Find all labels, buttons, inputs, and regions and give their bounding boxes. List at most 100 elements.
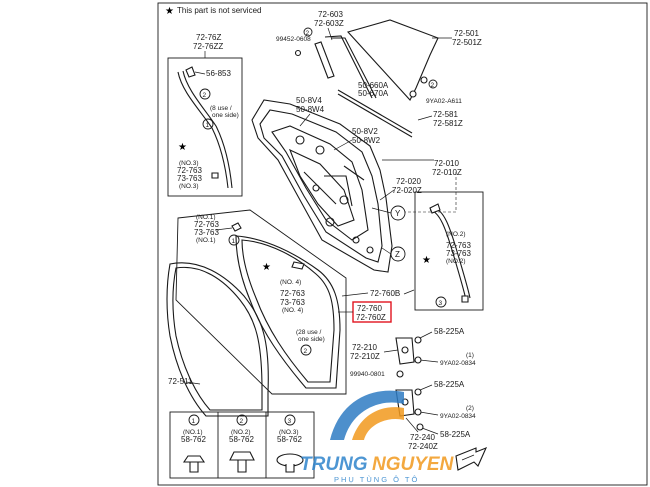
clip-56-853	[185, 66, 196, 78]
label-72-763-d: 72-763	[280, 289, 305, 298]
callout-z-text: Z	[395, 250, 400, 259]
label-72-020z: 72-020Z	[392, 186, 422, 195]
weatherstrip-labels: 72-760B 72-760 72-760Z	[338, 289, 415, 323]
label-72-501: 72-501	[454, 29, 479, 38]
logo-tagline: PHỤ TÙNG Ô TÔ	[334, 475, 419, 484]
label-72-581z: 72-581Z	[433, 119, 463, 128]
label-72-511: 72-511	[168, 377, 193, 386]
label-99452-0608: 99452-0608	[276, 36, 311, 43]
label-28-use: (28 use /	[296, 329, 321, 336]
hinge-group: 58-225A 72-210 72-210Z (1) 9YA02-0834 99…	[350, 327, 476, 451]
label-no4: (NO. 4)	[280, 279, 301, 286]
molding-strip	[177, 71, 229, 189]
svg-text:3: 3	[439, 300, 443, 307]
label-72-603z: 72-603Z	[314, 19, 344, 28]
label-72-240: 72-240	[410, 433, 435, 442]
label-56-853: 56-853	[206, 69, 231, 78]
label-58-225a-3: 58-225A	[440, 430, 471, 439]
logo-swoosh-blue	[330, 390, 404, 440]
label-99940-0801: 99940-0801	[350, 371, 385, 378]
label-58-225a-1: 58-225A	[434, 327, 465, 336]
label-no3-b: (NO.3)	[179, 183, 199, 190]
label-8-use: (8 use /	[210, 105, 232, 112]
label-72-763-b: 72-763	[194, 220, 219, 229]
star-icon: ★	[422, 255, 431, 266]
label-50-670a: 50-670A	[358, 89, 389, 98]
label-72-760b: 72-760B	[370, 289, 400, 298]
svg-text:2: 2	[304, 348, 308, 355]
belt-molding	[337, 89, 413, 134]
weatherstrip-outer: 72-511	[166, 262, 269, 417]
label-73-763-c: 73-763	[446, 249, 471, 258]
label-50-8w4: 50-8W4	[296, 105, 325, 114]
label-50-8v2: 50-8V2	[352, 127, 378, 136]
label-no2: (NO.2)	[446, 231, 466, 238]
clip-2-no: (NO.2)	[231, 429, 251, 436]
label-50-660a: 50-660A	[358, 81, 389, 90]
clip-2-ref: 2	[240, 418, 244, 425]
clip-table-frame	[169, 411, 315, 479]
diagram-frame	[157, 2, 648, 486]
callout-1a: (1)	[466, 352, 474, 359]
label-50-8v4: 50-8V4	[296, 96, 322, 105]
clip-3-part: 58-762	[277, 435, 302, 444]
label-no3: (NO.3)	[179, 160, 199, 167]
label-one-side-8: one side)	[212, 112, 239, 119]
star-icon: ★	[178, 142, 187, 153]
door-glass	[346, 19, 439, 101]
label-72-010: 72-010	[434, 159, 459, 168]
seal-detail-y	[429, 209, 467, 301]
label-73-763-b: 73-763	[194, 228, 219, 237]
callout-2a: (2)	[466, 405, 474, 412]
label-72-210z: 72-210Z	[350, 352, 380, 361]
clip-3-ref: 3	[288, 418, 292, 425]
glass-bolt-icon	[420, 76, 428, 84]
label-9ya02-0834-a: 9YA02-0834	[440, 360, 476, 367]
label-72-763-c: 72-763	[446, 241, 471, 250]
svg-text:2: 2	[306, 30, 310, 37]
glass-group: 72-603 72-603Z 2 99452-0608 72-501 72-50…	[276, 10, 482, 138]
label-72-76zz: 72-76ZZ	[193, 42, 223, 51]
star-icon: ★	[165, 6, 174, 17]
label-72-501z: 72-501Z	[452, 38, 482, 47]
callout-1-icon	[202, 118, 214, 130]
label-no1: (NO.1)	[196, 214, 216, 221]
logo-brand-2: NGUYEN	[372, 454, 455, 475]
label-72-581: 72-581	[433, 110, 458, 119]
legend-text: This part is not serviced	[177, 6, 261, 15]
detail-box-y: (NO.2) 72-763 73-763 (NO.2) ★ 3	[414, 191, 484, 311]
label-72-210: 72-210	[352, 343, 377, 352]
clip-2-part: 58-762	[229, 435, 254, 444]
detail-box-seal: (NO.1) 72-763 73-763 (NO.1) 1 ★ (NO. 4) …	[175, 209, 347, 395]
label-9ya02-a611: 9YA02-A611	[426, 98, 462, 105]
svg-text:2: 2	[203, 92, 207, 99]
label-50-8w2: 50-8W2	[352, 136, 381, 145]
label-73-763-d: 73-763	[280, 298, 305, 307]
label-73-763-a: 73-763	[177, 174, 202, 183]
window-channel	[314, 41, 335, 79]
door-shell: 50-8V4 50-8W4 50-8V2 50-8W2 72-010 72-01…	[251, 96, 462, 273]
clip-1-no: (NO.1)	[183, 429, 203, 436]
star-icon: ★	[262, 262, 271, 273]
detail-box-seal-frame	[175, 209, 347, 395]
door-panel-outer	[251, 99, 393, 273]
label-9ya02-0834-b: 9YA02-0834	[440, 413, 476, 420]
logo-swoosh-orange	[352, 407, 404, 440]
screw-icon	[294, 49, 302, 57]
svg-text:2: 2	[431, 82, 435, 89]
detail-box-y-frame	[414, 191, 484, 311]
callout-2-icon	[199, 88, 211, 100]
label-one-side-28: one side)	[298, 336, 325, 343]
label-no4-b: (NO. 4)	[282, 307, 303, 314]
label-72-760: 72-760	[357, 304, 382, 313]
label-58-225a-2: 58-225A	[434, 380, 465, 389]
weatherstrip-inner	[235, 235, 341, 389]
clip-table: 1 (NO.1) 58-762 2 (NO.2) 58-762 3 (NO.3)…	[169, 411, 315, 479]
label-72-763-a: 72-763	[177, 166, 202, 175]
watermark-logo: TRUNG NGUYEN PHỤ TÙNG Ô TÔ	[300, 390, 455, 484]
clip-2-icon	[229, 451, 255, 473]
detail-box-molding: 72-76Z 72-76ZZ 56-853 2 (8 use / one sid…	[167, 33, 243, 197]
logo-brand-1: TRUNG	[300, 454, 368, 475]
